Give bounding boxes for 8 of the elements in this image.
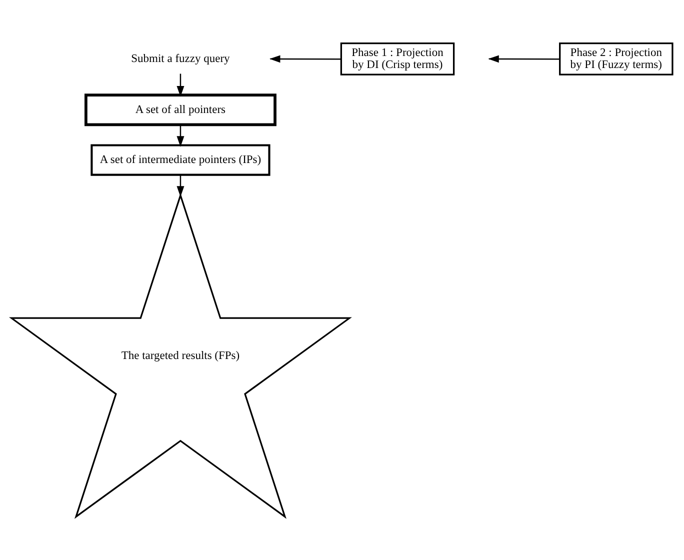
node-box: Phase 1 : Projection by DI (Crisp terms) [340,42,455,76]
node-box: A set of intermediate pointers (IPs) [90,144,270,176]
arrow [176,174,184,197]
node-box: A set of all pointers [84,94,276,126]
arrow [176,124,184,147]
arrow [176,74,184,97]
node-box: Phase 2 : Projection by PI (Fuzzy terms) [559,42,674,76]
node-text: Submit a fuzzy query [131,52,230,65]
